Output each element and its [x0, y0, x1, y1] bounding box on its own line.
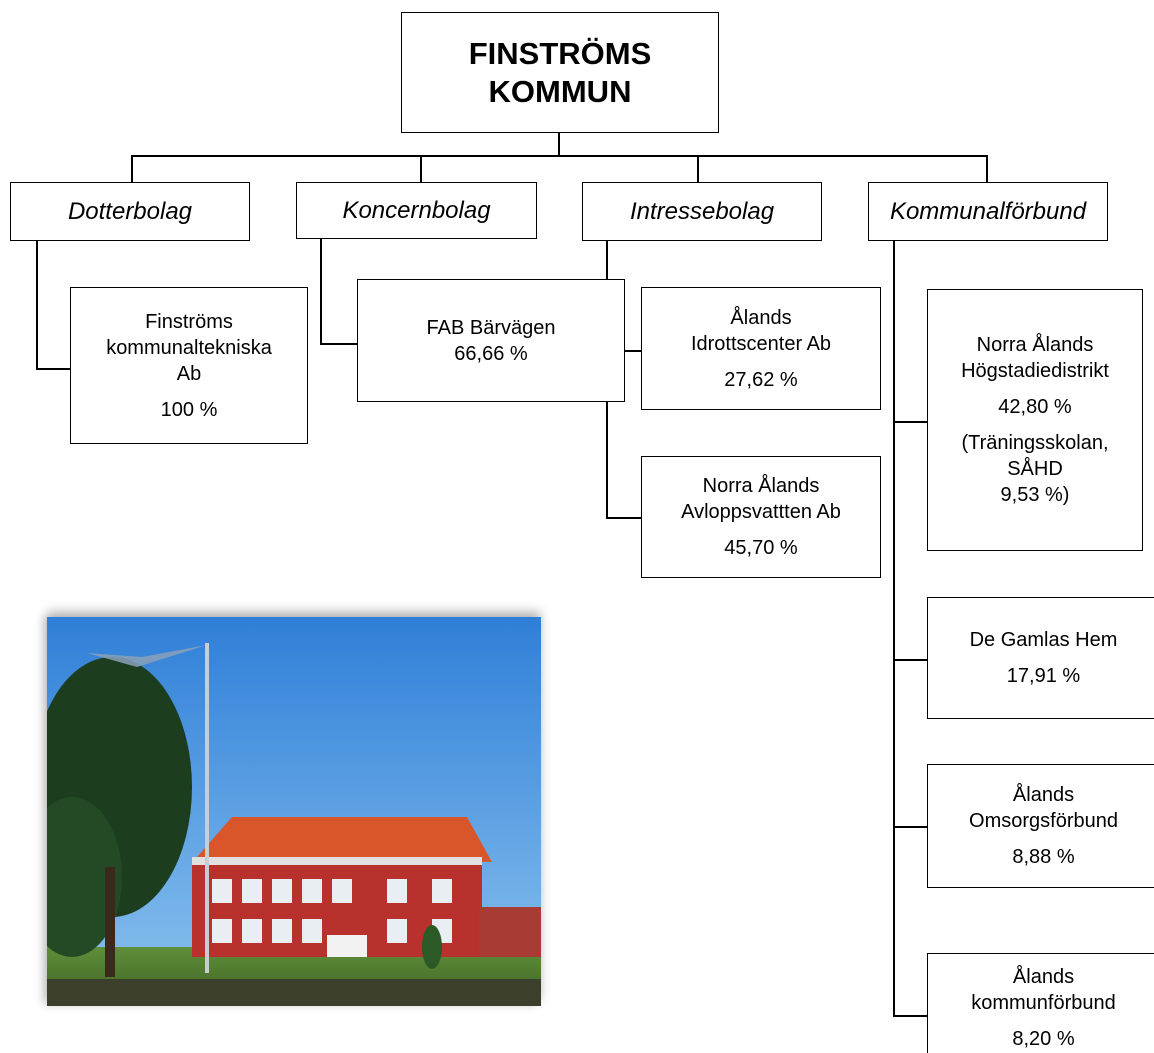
branch-elbow-dotterbolag	[36, 368, 71, 370]
entity-name-line: FAB Bärvägen	[426, 316, 556, 339]
root-title-line-1: FINSTRÖMS	[468, 35, 652, 71]
category-bus-line	[131, 155, 988, 157]
ownership-percent: 45,70 %	[724, 537, 798, 559]
branch-elbow-hogstadiedistrikt	[893, 421, 928, 423]
entity-note-line: SÅHD	[1007, 458, 1063, 480]
municipal-building-photo	[47, 617, 541, 1006]
root-stem-line	[558, 132, 560, 157]
drop-line-koncernbolag	[420, 155, 422, 182]
category-label: Koncernbolag	[342, 196, 491, 224]
ownership-percent: 27,62 %	[724, 368, 798, 391]
entity-alands-omsorgsforbund: Ålands Omsorgsförbund 8,88 %	[927, 764, 1154, 888]
branch-elbow-de-gamlas-hem	[893, 659, 928, 661]
entity-name-line: De Gamlas Hem	[969, 629, 1118, 651]
entity-note-percent: 9,53 %)	[1000, 484, 1070, 506]
entity-name-line: Omsorgsförbund	[969, 810, 1118, 832]
category-label: Kommunalförbund	[889, 197, 1087, 225]
entity-name-line: Ålands	[1012, 784, 1075, 806]
branch-line-koncernbolag	[320, 238, 322, 345]
ownership-percent: 8,88 %	[1012, 846, 1075, 868]
entity-norra-alands-avloppsvatten: Norra Ålands Avloppsvattten Ab 45,70 %	[641, 456, 881, 578]
entity-name-line: Norra Ålands	[702, 475, 820, 497]
entity-name-line: Avloppsvattten Ab	[681, 501, 841, 523]
entity-name-line: Idrottscenter Ab	[690, 332, 832, 355]
ownership-percent: 100 %	[160, 398, 218, 421]
ownership-percent: 8,20 %	[1012, 1028, 1075, 1050]
entity-note-line: (Träningsskolan,	[961, 432, 1109, 454]
entity-de-gamlas-hem: De Gamlas Hem 17,91 %	[927, 597, 1154, 719]
entity-name-line: kommunförbund	[971, 992, 1116, 1014]
branch-elbow-koncernbolag	[320, 343, 358, 345]
entity-name-line: Ålands	[730, 306, 792, 329]
entity-finstroms-kommunaltekniska: Finströms kommunaltekniska Ab 100 %	[70, 287, 308, 444]
entity-alands-idrottscenter: Ålands Idrottscenter Ab 27,62 %	[641, 287, 881, 410]
entity-alands-kommunforbund: Ålands kommunförbund 8,20 %	[927, 953, 1154, 1053]
category-kommunalforbund: Kommunalförbund	[868, 182, 1108, 241]
branch-elbow-omsorgsforbund	[893, 826, 928, 828]
entity-norra-alands-hogstadiedistrikt: Norra Ålands Högstadiedistrikt 42,80 % (…	[927, 289, 1143, 551]
category-label: Intressebolag	[629, 197, 775, 225]
entity-name-line: Ab	[176, 362, 202, 385]
ownership-percent: 66,66 %	[454, 342, 528, 365]
drop-line-kommunalforbund	[986, 155, 988, 182]
entity-fab-barvagen: FAB Bärvägen 66,66 %	[357, 279, 625, 402]
branch-elbow-avloppsvatten	[606, 517, 642, 519]
drop-line-intressebolag	[697, 155, 699, 182]
root-node-finstroms-kommun: FINSTRÖMS KOMMUN	[401, 12, 719, 133]
category-intressebolag: Intressebolag	[582, 182, 822, 241]
ownership-percent: 17,91 %	[1006, 665, 1081, 687]
drop-line-dotterbolag	[131, 155, 133, 182]
ownership-percent: 42,80 %	[998, 396, 1072, 418]
entity-name-line: Ålands	[1012, 966, 1075, 988]
branch-line-dotterbolag	[36, 240, 38, 370]
entity-name-line: Finströms	[145, 310, 233, 333]
branch-line-kommunalforbund	[893, 240, 895, 1017]
root-title-line-2: KOMMUN	[488, 73, 632, 109]
category-label: Dotterbolag	[67, 197, 193, 225]
entity-name-line: Norra Ålands	[976, 334, 1094, 356]
entity-name-line: Högstadiedistrikt	[961, 360, 1109, 382]
entity-name-line: kommunaltekniska	[106, 336, 272, 359]
branch-elbow-kommunforbund	[893, 1015, 928, 1017]
category-koncernbolag: Koncernbolag	[296, 182, 537, 239]
category-dotterbolag: Dotterbolag	[10, 182, 250, 241]
